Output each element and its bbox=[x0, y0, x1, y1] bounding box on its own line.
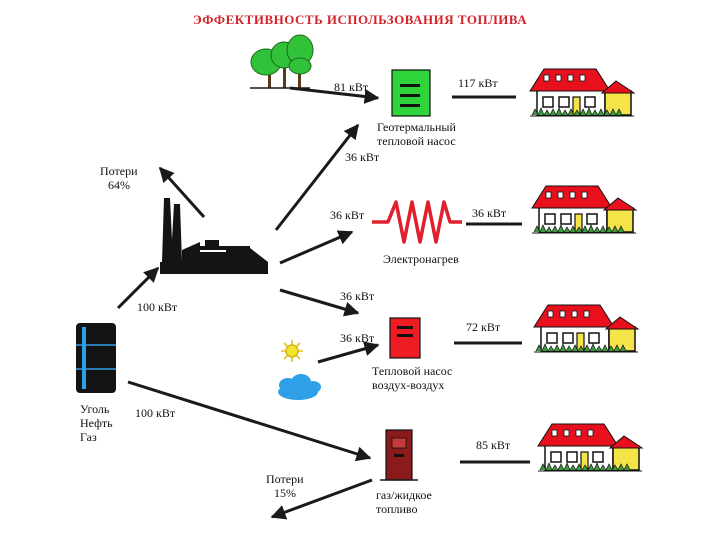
plant-losses-percent: 64% bbox=[108, 178, 130, 192]
fuel-barrel bbox=[76, 323, 116, 393]
air-pump-input-power: 36 кВт bbox=[340, 289, 375, 303]
geothermal-heat-pump-box bbox=[391, 69, 431, 117]
boiler-output-power: 85 кВт bbox=[476, 438, 511, 452]
air-pump-device-line1: Тепловой насос bbox=[372, 364, 453, 378]
fuel-coal-label: Уголь bbox=[80, 402, 110, 416]
boiler-losses-label: Потери bbox=[266, 472, 304, 486]
house-electric bbox=[531, 185, 637, 234]
arrow-boiler-losses bbox=[270, 478, 373, 520]
boiler-losses-percent: 15% bbox=[274, 486, 296, 500]
arrow-ambient-to-air-pump bbox=[317, 341, 380, 364]
house-boiler bbox=[537, 423, 643, 472]
electric-device-label: Электронагрев bbox=[383, 252, 459, 266]
energy-flow-arrows bbox=[116, 86, 380, 520]
trees bbox=[250, 34, 314, 89]
boiler-device-line1: газ/жидкое bbox=[376, 488, 432, 502]
geothermal-output-power: 117 кВт bbox=[458, 76, 498, 90]
source-to-boiler-power: 100 кВт bbox=[135, 406, 176, 420]
output-lines bbox=[452, 95, 530, 464]
arrow-plant-to-air-pump bbox=[279, 288, 360, 317]
arrow-plant-to-electric bbox=[279, 230, 354, 265]
power-plant bbox=[160, 198, 268, 274]
arrow-source-to-boiler bbox=[127, 380, 372, 462]
air-pump-device-line2: воздух-воздух bbox=[372, 378, 445, 392]
air-pump-ambient-power: 36 кВт bbox=[340, 331, 375, 345]
arrow-ambient-to-geothermal bbox=[289, 86, 380, 104]
geothermal-ambient-power: 81 кВт bbox=[334, 80, 369, 94]
geothermal-input-power: 36 кВт bbox=[345, 150, 380, 164]
fuel-gas-label: Газ bbox=[80, 430, 97, 444]
electric-input-power: 36 кВт bbox=[330, 208, 365, 222]
arrow-plant-to-geothermal bbox=[274, 123, 360, 231]
geothermal-device-line1: Геотермальный bbox=[377, 120, 456, 134]
sun-icon bbox=[281, 340, 303, 362]
plant-losses-label: Потери bbox=[100, 164, 138, 178]
air-heat-pump-box bbox=[389, 317, 421, 359]
boiler-unit bbox=[380, 429, 418, 481]
arrow-source-to-plant bbox=[116, 266, 160, 310]
house-air-pump bbox=[533, 304, 639, 353]
page-title: ЭФФЕКТИВНОСТЬ ИСПОЛЬЗОВАНИЯ ТОПЛИВА bbox=[192, 12, 528, 27]
electric-heater-coil bbox=[372, 200, 462, 244]
electric-output-power: 36 кВт bbox=[472, 206, 507, 220]
geothermal-device-line2: тепловой насос bbox=[377, 134, 456, 148]
house-geothermal bbox=[529, 68, 635, 117]
cloud-icon bbox=[278, 374, 321, 400]
arrow-plant-losses bbox=[158, 166, 206, 219]
boiler-device-line2: топливо bbox=[376, 502, 418, 516]
air-pump-output-power: 72 кВт bbox=[466, 320, 501, 334]
source-to-plant-power: 100 кВт bbox=[137, 300, 178, 314]
fuel-oil-label: Нефть bbox=[80, 416, 113, 430]
